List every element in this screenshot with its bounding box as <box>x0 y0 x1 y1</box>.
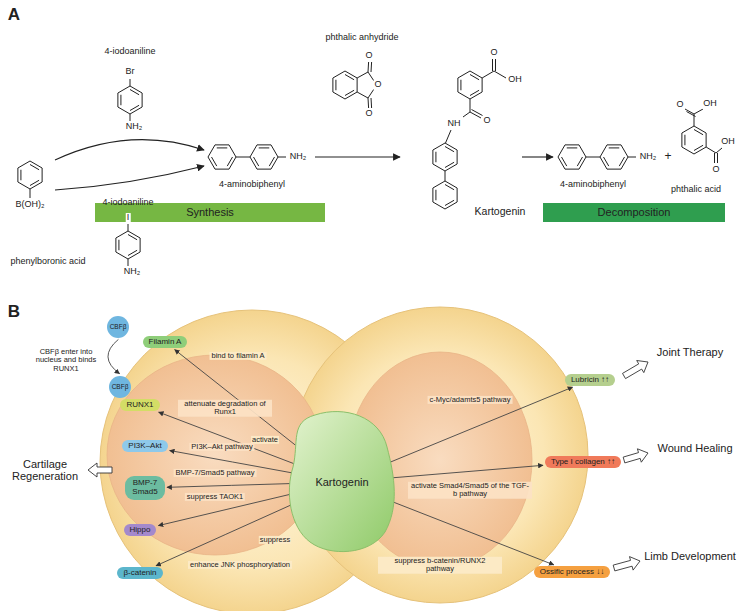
node-text: Hippo <box>130 526 151 535</box>
pathway-arrow <box>167 483 296 487</box>
pathway-pill: BMP-7 Smad5 <box>125 476 165 500</box>
effect-pill: Ossific process ↓↓ <box>534 566 610 579</box>
edge-label: BMP-7/Smad5 pathway <box>174 469 257 477</box>
plus-sign: + <box>664 150 671 163</box>
node-text: Decomposition <box>598 206 671 218</box>
pathway-arrow <box>159 412 296 464</box>
pathway-pill: PI3K–Akt <box>122 440 167 453</box>
pathway-arrow <box>388 387 572 463</box>
outcome-label: Limb Development <box>644 550 736 562</box>
compound-name: 4-aminobiphenyl <box>219 180 285 190</box>
pathway-arrow <box>108 339 120 373</box>
atom-label: O <box>364 51 373 61</box>
atom-label: Br <box>125 67 136 77</box>
node-text: Kartogenin <box>315 476 368 488</box>
compound-name: 4-iodoaniline <box>102 198 153 208</box>
annotation: suppress <box>259 536 291 544</box>
hollow-arrow <box>623 361 649 379</box>
effect-pill: Type I collagen ↑↑ <box>545 456 621 469</box>
atom-label: OH <box>720 137 736 147</box>
atom-label: NH <box>447 119 462 129</box>
pathway-arrow <box>388 500 553 565</box>
compound-name: 4-aminobiphenyl <box>560 180 626 190</box>
node-text: CBFβ <box>112 383 129 390</box>
pathway-pill: β-catenin <box>117 567 162 580</box>
pathway-arrow <box>156 503 296 566</box>
blob-outline <box>289 412 394 552</box>
hollow-arrow <box>88 463 112 477</box>
pathway-arrow <box>158 493 295 526</box>
atom-label: NH₂ <box>289 152 308 162</box>
edge-label: CBFβ enter into nucleus and binds RUNX1 <box>33 348 99 373</box>
edge-label: bind to filamin A <box>210 352 267 360</box>
panel-letter: A <box>8 6 20 25</box>
pathway-arrow <box>175 350 296 446</box>
atom-label: OH <box>507 75 523 85</box>
atom-label: O <box>675 100 684 110</box>
edge-label: enhance JNK phosphorylation <box>188 561 292 569</box>
node-text: CBFβ <box>110 323 127 330</box>
hollow-arrow <box>613 557 640 571</box>
atom-label: O <box>489 48 498 58</box>
protein-pill: Filamin A <box>143 336 188 349</box>
node-text: β-catenin <box>123 569 156 578</box>
edge-label: suppress b-catenin/RUNX2 pathway <box>378 557 502 574</box>
node-text: RUNX1 <box>126 401 153 410</box>
panel-letter: B <box>8 303 20 322</box>
edge-label: suppress TAOK1 <box>185 493 245 501</box>
outcome-label: Cartilage Regeneration <box>5 458 85 482</box>
hollow-arrow <box>623 449 648 463</box>
node-text: Type I collagen ↑↑ <box>551 458 615 467</box>
outcome-label: Joint Therapy <box>657 346 723 358</box>
edge-label: c-Myc/adamts5 pathway <box>428 396 513 404</box>
annotation: activate <box>251 436 279 444</box>
compound-name: phthalic acid <box>671 185 721 195</box>
atom-label: NH₂ <box>639 152 658 162</box>
effect-pill: Lubricin ↑↑ <box>565 374 615 387</box>
node-text: BMP-7 Smad5 <box>129 479 161 497</box>
atom-label: O <box>373 80 382 90</box>
edge-label: PI3K–Akt pathway <box>189 443 254 451</box>
node-text: Synthesis <box>186 206 234 218</box>
edge-label: activate Smad4/Smad5 of the TGF-b pathwa… <box>408 482 532 499</box>
atom-label: O <box>482 116 491 126</box>
protein-pill: RUNX1 <box>120 399 159 412</box>
edge-label: attenuate degradation of Runx1 <box>178 400 272 417</box>
kartogenin-blob: Kartogenin <box>285 407 400 557</box>
pathway-pill: Hippo <box>124 524 157 537</box>
atom-label: NH₂ <box>125 122 144 132</box>
pathway-arrow <box>388 465 542 478</box>
compound-name: phthalic anhydride <box>325 33 398 43</box>
atom-label: NH₂ <box>123 267 142 277</box>
compound-name: Kartogenin <box>475 206 526 218</box>
protein-circle: CBFβ <box>109 376 132 399</box>
outcome-label: Wound Healing <box>657 442 732 454</box>
atom-label: O <box>711 165 720 175</box>
atom-label: I <box>126 213 131 223</box>
node-text: PI3K–Akt <box>128 442 161 451</box>
node-text: Lubricin ↑↑ <box>571 376 609 385</box>
node-text: Filamin A <box>149 338 182 347</box>
atom-label: O <box>364 109 373 119</box>
atom-label: B(OH)₂ <box>15 200 46 210</box>
decomposition-band: Decomposition <box>543 203 725 222</box>
atom-label: OH <box>702 99 718 109</box>
protein-circle: CBFβ <box>107 316 130 339</box>
node-text: Ossific process ↓↓ <box>540 568 604 577</box>
compound-name: phenylboronic acid <box>10 257 85 267</box>
compound-name: 4-iodoaniline <box>104 47 155 57</box>
